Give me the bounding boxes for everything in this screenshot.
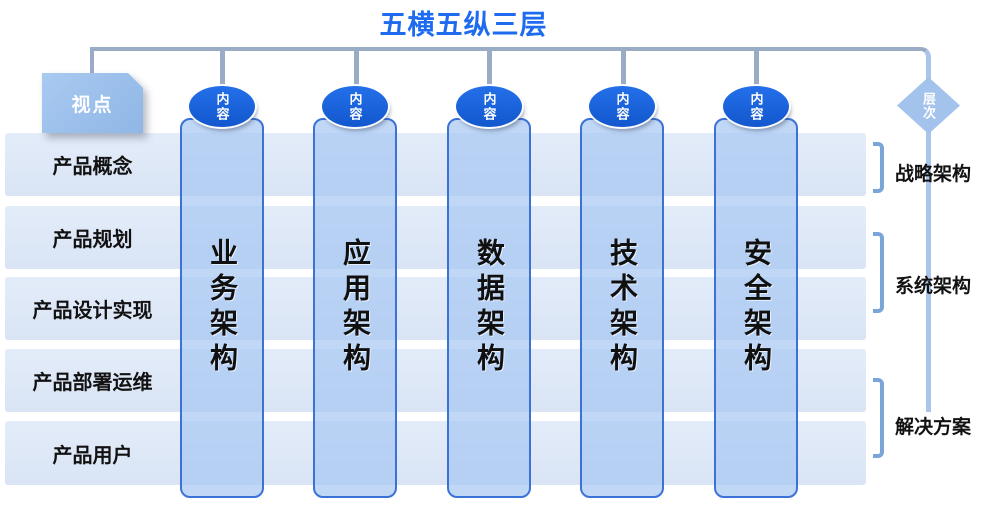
diagram-title: 五横五纵三层: [379, 10, 548, 40]
row-label: 产品设计实现: [32, 300, 153, 322]
bracket-solution: [873, 378, 884, 458]
column-label: 业务架构: [207, 238, 238, 378]
layer-label-system: 系统架构: [894, 276, 971, 297]
connector-stub-col2: [354, 47, 359, 89]
row-label: 产品规划: [52, 229, 133, 251]
column-application-architecture: 应用架构: [313, 118, 397, 498]
row-label: 产品概念: [52, 156, 133, 178]
column-label: 安全架构: [741, 238, 772, 378]
column-technology-architecture: 技术架构: [580, 118, 664, 498]
content-badge-5: 内容: [723, 86, 789, 127]
content-badge-label: 内容: [614, 91, 630, 122]
content-badge-label: 内容: [481, 91, 497, 122]
column-business-architecture: 业务架构: [180, 118, 264, 498]
column-label: 数据架构: [474, 238, 505, 378]
connector-stub-col1: [220, 47, 225, 89]
content-badge-1: 内容: [189, 86, 255, 127]
content-badge-label: 内容: [748, 91, 764, 122]
row-label: 产品部署运维: [32, 372, 153, 394]
connector-stub-col5: [754, 47, 759, 89]
content-badge-2: 内容: [322, 86, 388, 127]
content-badge-label: 内容: [347, 91, 363, 122]
layer-label-strategic: 战略架构: [894, 164, 971, 185]
connector-stub-viewpoint: [90, 47, 94, 75]
column-data-architecture: 数据架构: [447, 118, 531, 498]
hierarchy-label: 层次: [921, 91, 936, 120]
row-label: 产品用户: [52, 444, 133, 467]
column-label: 应用架构: [340, 238, 371, 378]
viewpoint-label: 视点: [71, 94, 114, 116]
column-security-architecture: 安全架构: [714, 118, 798, 498]
content-badge-label: 内容: [214, 91, 230, 122]
connector-stub-col3: [487, 47, 492, 89]
content-badge-4: 内容: [589, 86, 655, 127]
layer-label-solution: 解决方案: [894, 417, 971, 438]
connector-frame: [90, 47, 931, 412]
column-label: 技术架构: [607, 238, 638, 378]
content-badge-3: 内容: [456, 86, 522, 127]
bracket-system: [873, 232, 884, 313]
connector-stub-col4: [621, 47, 626, 89]
viewpoint-card: 视点: [42, 73, 143, 133]
bracket-strategic: [873, 142, 884, 193]
